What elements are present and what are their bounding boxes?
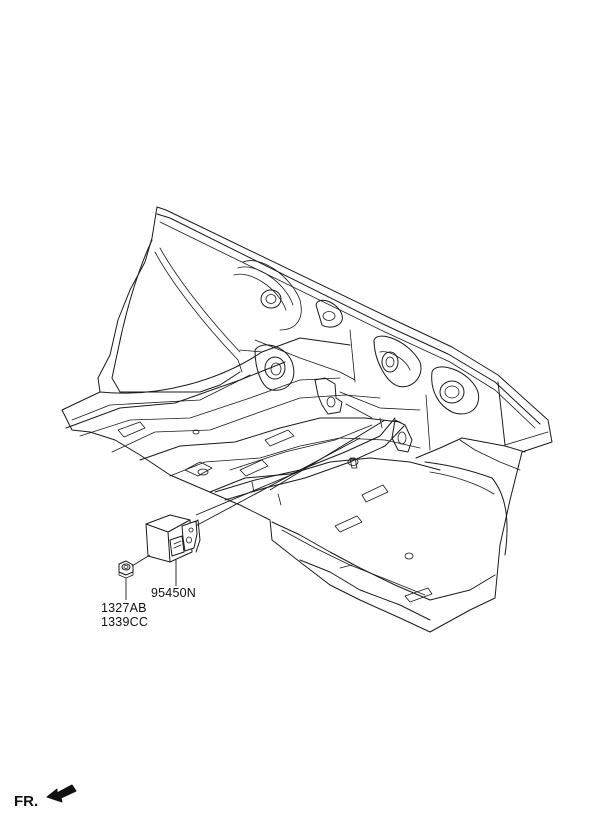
firewall-left-port <box>233 260 302 331</box>
firewall-right-cup <box>373 335 422 388</box>
part-label-module: 95450N <box>151 586 196 600</box>
firewall-upper-hole <box>315 299 343 328</box>
mounting-leader-lines <box>187 419 386 531</box>
control-module <box>145 514 201 563</box>
floor-panel <box>61 206 553 633</box>
firewall-right-port <box>431 366 480 415</box>
label-leaders <box>125 560 177 600</box>
firewall-middle-port <box>254 344 295 391</box>
front-orientation-indicator: FR. <box>14 782 84 812</box>
front-label: FR. <box>14 793 39 810</box>
part-label-fastener-primary: 1327AB <box>101 601 147 615</box>
part-label-fastener-secondary: 1339CC <box>101 615 149 629</box>
front-direction-arrow-icon <box>46 784 77 803</box>
flange-nut <box>118 554 151 579</box>
